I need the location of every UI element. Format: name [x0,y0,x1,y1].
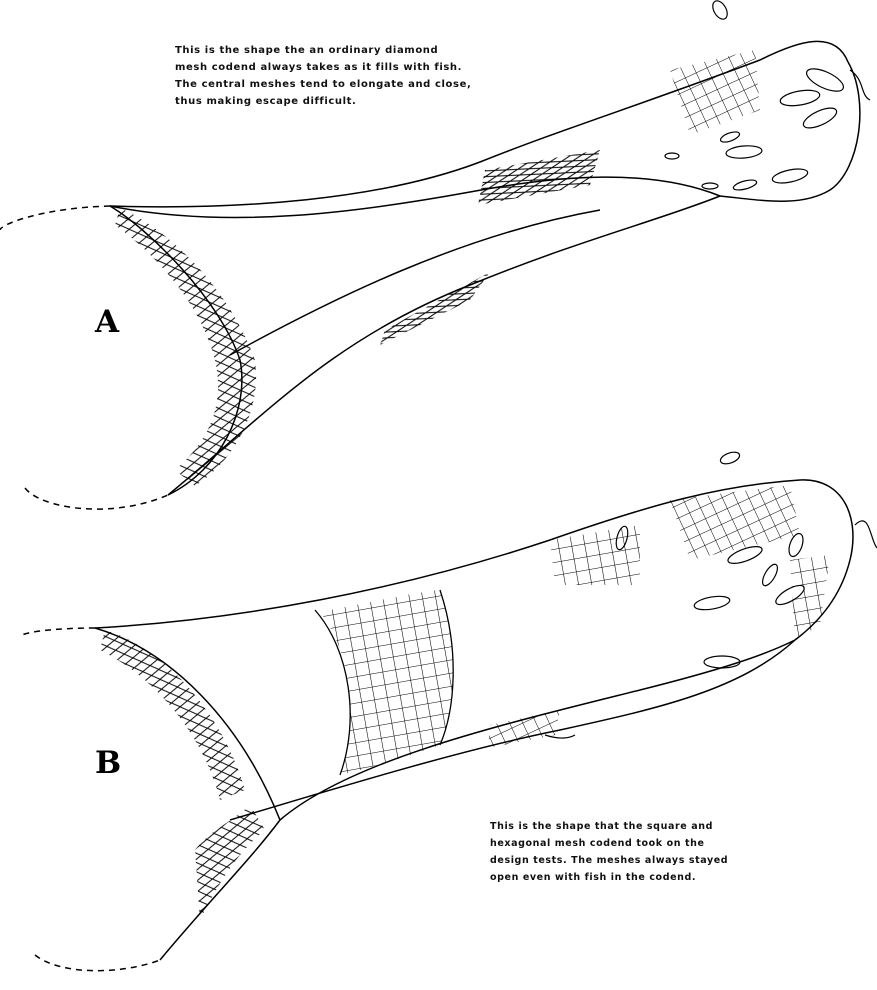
caption-a-line: The central meshes tend to elongate and … [175,76,471,93]
caption-a-line: mesh codend always takes as it fills wit… [175,59,471,76]
net-b-mouth-dashed-lower [35,955,160,971]
net-b-label: B [95,745,121,781]
net-a-inner-line [110,177,720,217]
net-b-lower-outline [160,640,795,960]
net-a-label: A [95,304,119,340]
caption-diamond-mesh: This is the shape the an ordinary diamon… [175,42,471,110]
net-b-fish [545,450,877,738]
net-a-mouth-dashed-lower [25,488,168,509]
net-a-lower-outline [168,196,720,495]
caption-a-line: thus making escape difficult. [175,93,471,110]
caption-b-line: hexagonal mesh codend took on the [490,835,728,852]
caption-square-mesh: This is the shape that the square and he… [490,818,728,886]
net-a-middle-seam [230,210,600,355]
net-b-square-mesh [315,485,830,775]
net-a-mouth-dashed [0,206,110,230]
caption-a-line: This is the shape the an ordinary diamon… [175,42,471,59]
net-b-mouth-mesh [100,630,265,920]
caption-b-line: open even with fish in the codend. [490,869,728,886]
caption-b-line: This is the shape that the square and [490,818,728,835]
net-a-mouth-mesh [115,208,256,486]
caption-b-line: design tests. The meshes always stayed [490,852,728,869]
net-b-mouth-dashed [20,628,95,636]
